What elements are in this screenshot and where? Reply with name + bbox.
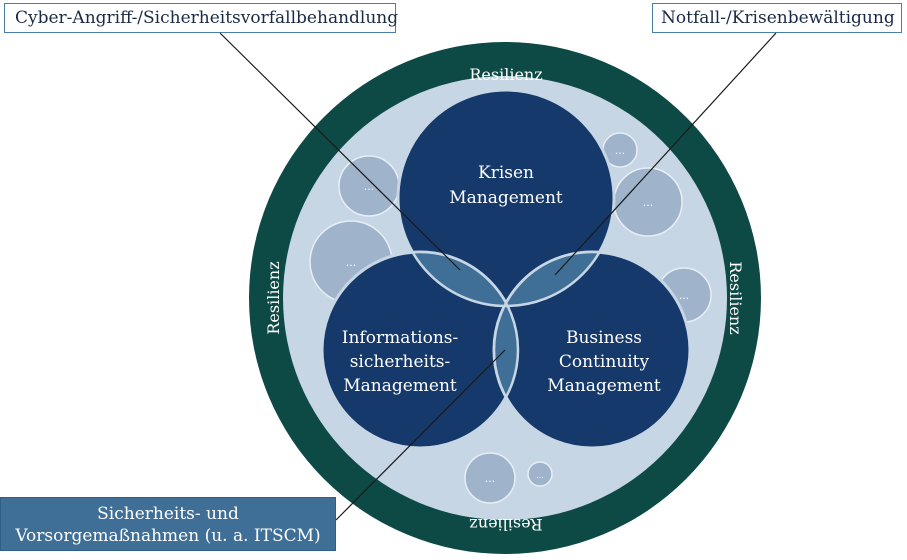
resilience-label-bottom: Resilienz [469, 515, 542, 534]
callout-bottom-line1: Sicherheits- und [97, 504, 239, 524]
callout-cyber-angriff: Cyber-Angriff-/Sicherheitsvorfallbehandl… [4, 3, 398, 33]
krisen-label-line1: Krisen [478, 163, 534, 183]
resilience-label-top: Resilienz [469, 65, 542, 84]
bubble-label-2: ... [346, 256, 357, 269]
bubble-label-5: ... [679, 289, 690, 302]
krisen-label-line2: Management [449, 188, 563, 208]
business-outline [492, 250, 692, 450]
resilience-label-right: Resilienz [726, 261, 745, 334]
informations-label-line3: Management [343, 376, 457, 396]
informations-label-line2: sicherheits- [350, 352, 451, 372]
callout-sicherheits-vorsorgemassnahmen: Sicherheits- und Vorsorgemaßnahmen (u. a… [0, 497, 336, 551]
informations-label-line1: Informations- [342, 328, 459, 348]
krisen-outline [396, 88, 616, 308]
connector-line-left [219, 32, 461, 271]
bubble-6 [464, 452, 516, 504]
callout-bottom-line2: Vorsorgemaßnahmen (u. a. ITSCM) [15, 526, 321, 546]
bubble-label-1: ... [364, 180, 375, 193]
business-label-line2: Continuity [559, 352, 650, 372]
resilience-label-left: Resilienz [264, 261, 283, 334]
informations-outline [320, 250, 520, 450]
connector-line-bottom [335, 349, 506, 521]
business-label-line3: Management [547, 376, 661, 396]
callout-notfall-krisenbewaeltigung: Notfall-/Krisenbewältigung [652, 3, 902, 33]
business-label-line1: Business [566, 328, 642, 348]
bubble-label-6: ... [485, 472, 496, 485]
bubble-label-7: ... [536, 471, 544, 480]
connector-line-right [554, 32, 777, 276]
bubble-label-3: ... [615, 144, 626, 157]
bubble-7 [527, 461, 553, 487]
bubble-label-4: ... [643, 196, 654, 209]
